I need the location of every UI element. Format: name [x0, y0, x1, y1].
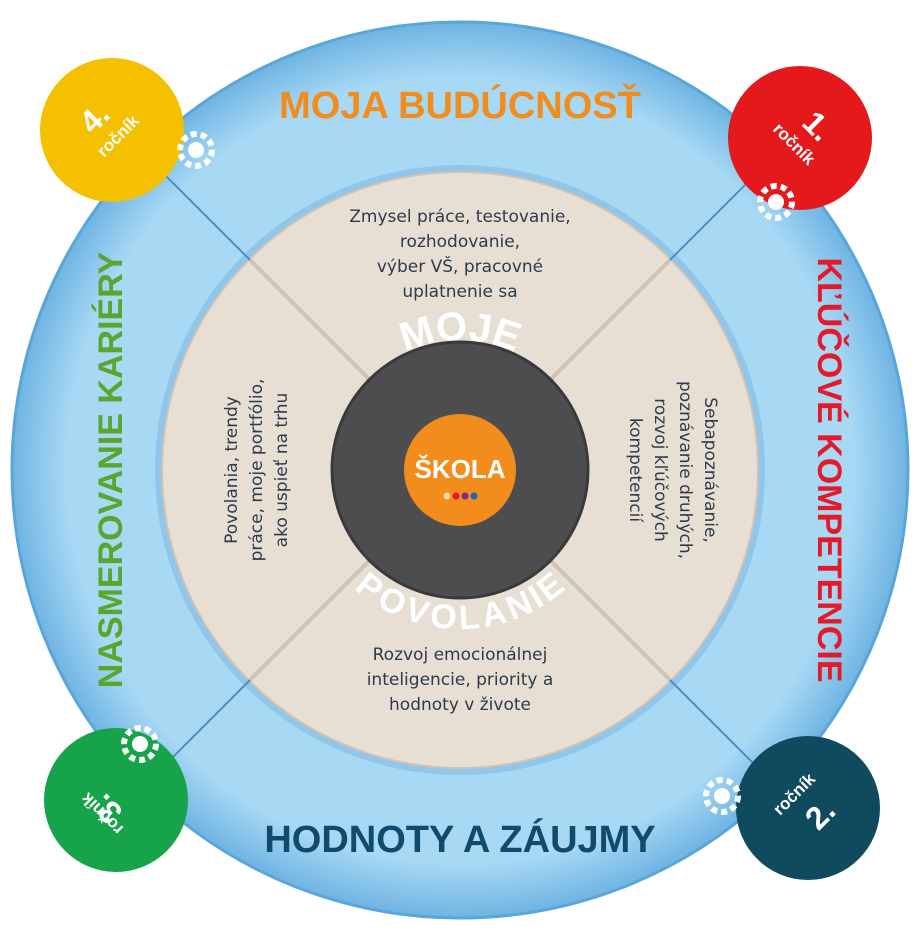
- top-line-2: rozhodovanie,: [400, 232, 520, 252]
- bottom-line-1: Rozvoj emocionálnej: [373, 645, 548, 665]
- right-line-4: kompetencií: [625, 418, 645, 523]
- bottom-line-2: inteligencie, priority a: [367, 670, 554, 690]
- quadrant-text-top: Zmysel práce, testovanie, rozhodovanie, …: [349, 207, 570, 302]
- badge-1-gear-icon: [757, 183, 795, 221]
- school-logo-word: ŠKOLA: [415, 454, 506, 484]
- top-line-4: uplatnenie sa: [402, 282, 517, 302]
- badge-grade-4: 4. ročník: [40, 58, 215, 202]
- title-right: KĽÚČOVÉ KOMPETENCIE: [810, 257, 849, 682]
- badge-3-gear-icon: [121, 725, 159, 763]
- badge-2-gear-icon: [703, 777, 741, 815]
- left-line-3: ako uspieť na trhu: [272, 393, 292, 548]
- title-bottom: HODNOTY A ZÁUJMY: [264, 817, 655, 861]
- left-line-1: Povolania, trendy: [222, 396, 242, 544]
- badge-grade-2: ročník 2.: [703, 736, 880, 880]
- left-line-2: práce, moje portfólio,: [247, 379, 267, 562]
- right-line-3: rozvoj kľúčových: [650, 398, 670, 542]
- quadrant-text-left: Povolania, trendy práce, moje portfólio,…: [222, 379, 292, 562]
- right-line-2: poznávanie druhých,: [675, 381, 695, 559]
- badge-grade-1: 1. ročník: [728, 66, 872, 221]
- school-logo: [404, 414, 516, 526]
- center-hub: MOJE POVOLANIE ŠKOLA: [330, 304, 590, 637]
- title-top: MOJA BUDÚCNOSŤ: [279, 83, 641, 127]
- logo-dots: [443, 492, 478, 500]
- quadrant-text-right: Sebapoznávanie, poznávanie druhých, rozv…: [625, 381, 720, 559]
- right-line-1: Sebapoznávanie,: [700, 397, 720, 543]
- quadrant-text-bottom: Rozvoj emocionálnej inteligencie, priori…: [367, 645, 554, 715]
- badge-grade-3: ročník 3.: [44, 725, 188, 872]
- title-left: NASMEROVANIE KARIÉRY: [92, 251, 130, 688]
- bottom-line-3: hodnoty v živote: [389, 695, 531, 715]
- badge-4-gear-icon: [177, 131, 215, 169]
- top-line-1: Zmysel práce, testovanie,: [349, 207, 570, 227]
- top-line-3: výber VŠ, pracovné: [377, 255, 543, 277]
